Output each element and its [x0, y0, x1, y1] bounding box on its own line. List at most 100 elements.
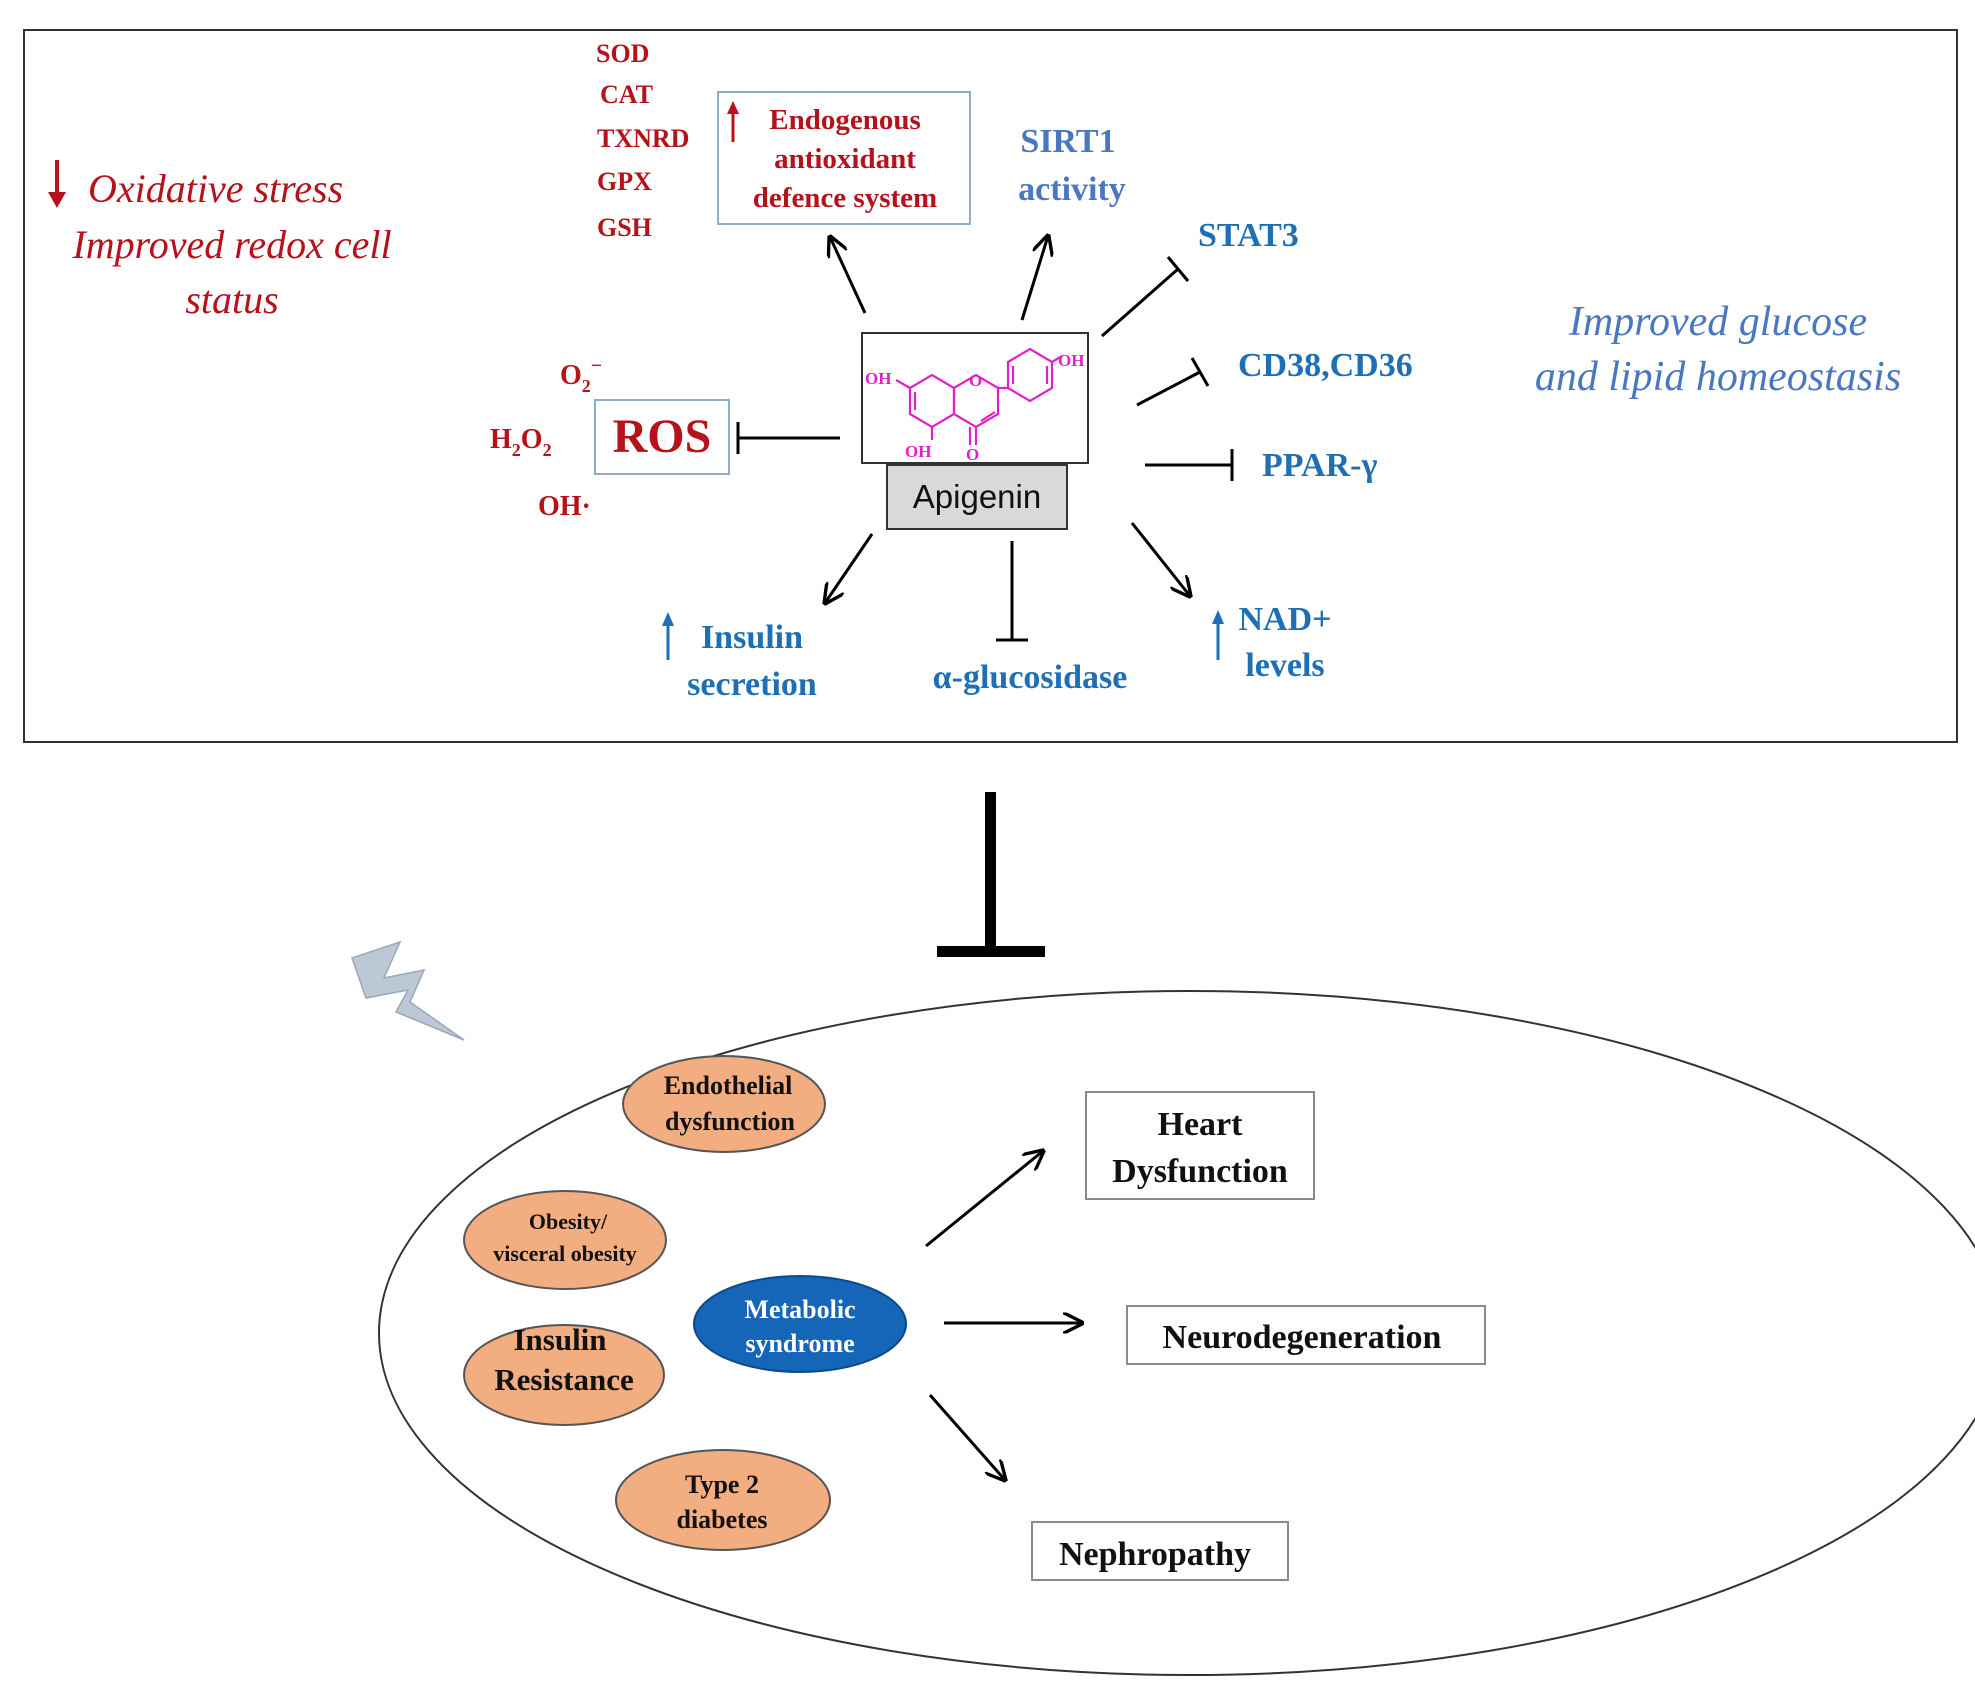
condition-type2-diabetes: Type 2 diabetes	[615, 1449, 831, 1551]
flavone-skeleton-icon	[895, 347, 1063, 445]
arrow-to-insulin	[825, 533, 874, 603]
apigenin-structure: OH OH OH O O	[861, 332, 1089, 464]
outcome-heart-dysfunction: Heart Dysfunction	[1085, 1091, 1315, 1200]
insulin-line2: secretion	[687, 666, 817, 703]
endogenous-line3: defence system	[753, 182, 937, 214]
glucose-line1: Improved glucose	[1568, 299, 1867, 345]
superoxide-label: O2−	[560, 355, 602, 396]
sirt1-line2: activity	[1018, 171, 1126, 208]
oh-right-label: OH	[1058, 351, 1084, 370]
oh-bottom-label: OH	[905, 442, 931, 461]
heart-box-frame	[1085, 1091, 1315, 1200]
main-inhibition-symbol	[937, 792, 1045, 957]
arrow-to-nephro	[928, 1394, 1005, 1480]
endogenous-line1: Endogenous	[769, 104, 921, 136]
obesity-ellipse	[463, 1190, 667, 1290]
hydrogen-peroxide-label: H2O2	[490, 424, 552, 460]
endogenous-antioxidant-box: Endogenous antioxidant defence system	[717, 91, 971, 225]
metabolic-context-ellipse	[378, 990, 1975, 1676]
insulin-line1: Insulin	[701, 619, 803, 656]
outcome-arrows	[925, 1151, 1082, 1480]
obesity-line2: visceral obesity	[493, 1241, 637, 1266]
enzyme-sod: SOD	[596, 39, 649, 68]
apigenin-label-box: Apigenin	[886, 464, 1068, 530]
neuro-box-frame	[1126, 1305, 1486, 1365]
metabolic-line2: syndrome	[745, 1329, 854, 1358]
obesity-line1: Obesity/	[529, 1209, 608, 1234]
inhibit-stat3-bar	[1166, 256, 1190, 282]
outcome-nephropathy: Nephropathy	[1031, 1521, 1289, 1581]
condition-endothelial: Endothelial dysfunction	[622, 1055, 826, 1153]
cd38-cd36-label: CD38,CD36	[1238, 347, 1413, 384]
insulin-resistance-line2: Resistance	[494, 1362, 633, 1397]
nephro-label: Nephropathy	[1059, 1536, 1251, 1573]
stat3-label: STAT3	[1198, 217, 1299, 254]
condition-obesity: Obesity/ visceral obesity	[463, 1190, 667, 1290]
ppar-gamma-label: PPAR-γ	[1262, 447, 1377, 484]
oh-left-label: OH	[865, 369, 891, 388]
nad-line1: NAD+	[1238, 601, 1331, 638]
oxidative-stress-line1: Oxidative stress	[88, 166, 343, 211]
inhibit-cd38-line	[1136, 370, 1201, 407]
endothelial-line2: dysfunction	[665, 1107, 796, 1136]
ros-species: O2− H2O2 OH·	[490, 355, 602, 522]
nephro-box-frame	[1031, 1521, 1289, 1581]
enzyme-gpx: GPX	[597, 167, 652, 196]
sirt1-line1: SIRT1	[1020, 123, 1115, 160]
alpha-glucosidase-label: α-glucosidase	[933, 659, 1128, 696]
arrow-to-endogenous	[830, 237, 867, 314]
activation-arrows	[825, 236, 1190, 603]
insulin-secretion-label: Insulin secretion	[662, 612, 817, 703]
glucose-line2: and lipid homeostasis	[1535, 354, 1901, 400]
o-ring-label: O	[969, 371, 982, 390]
outcome-neurodegeneration: Neurodegeneration	[1126, 1305, 1486, 1365]
endothelial-ellipse	[622, 1055, 826, 1153]
antioxidant-enzyme-list: SOD CAT TXNRD GPX GSH	[596, 39, 689, 242]
endogenous-line2: antioxidant	[774, 143, 916, 175]
enzyme-gsh: GSH	[597, 213, 652, 242]
type2-diabetes-ellipse	[615, 1449, 831, 1551]
nad-line2: levels	[1245, 647, 1324, 684]
o-keto-label: O	[966, 445, 979, 464]
metabolic-syndrome-ellipse	[693, 1275, 907, 1373]
apigenin-label-frame	[886, 464, 1068, 530]
enzyme-txnrd: TXNRD	[597, 124, 689, 153]
insulin-up-arrowhead-icon	[662, 612, 674, 626]
oxidative-stress-group: Oxidative stress Improved redox cell sta…	[48, 160, 392, 322]
heart-line1: Heart	[1158, 1106, 1244, 1143]
endothelial-line1: Endothelial	[664, 1071, 793, 1100]
main-inhibition-stem	[985, 792, 996, 952]
condition-insulin-resistance: Insulin Resistance	[463, 1322, 665, 1426]
sirt1-label: SIRT1 activity	[1018, 123, 1126, 208]
ros-box-frame	[594, 399, 730, 475]
inhibit-cd38-bar	[1190, 357, 1210, 387]
inhibit-stat3-line	[1101, 267, 1179, 338]
arrow-to-nad	[1130, 522, 1190, 596]
arrow-to-heart	[925, 1151, 1043, 1248]
oxidative-stress-line3: status	[185, 277, 278, 322]
insulin-resistance-line1: Insulin	[513, 1322, 606, 1357]
ros-box: ROS	[594, 399, 730, 475]
metabolic-syndrome-node: Metabolic syndrome	[693, 1275, 907, 1373]
ros-label: ROS	[613, 410, 712, 463]
apigenin-label: Apigenin	[913, 478, 1041, 515]
type2-line2: diabetes	[677, 1505, 768, 1534]
endogenous-box-frame	[717, 91, 971, 225]
down-arrowhead-icon	[48, 192, 66, 208]
oxidative-stress-line2: Improved redox cell	[71, 222, 391, 267]
hydroxyl-label: OH·	[538, 491, 591, 522]
insulin-resistance-ellipse	[463, 1324, 665, 1426]
top-panel-frame	[23, 29, 1958, 743]
inhibition-lines	[736, 256, 1234, 642]
metabolic-line1: Metabolic	[744, 1295, 855, 1324]
lightning-bolt-icon	[351, 940, 465, 1041]
main-inhibition-bar	[937, 946, 1045, 957]
type2-line1: Type 2	[685, 1470, 759, 1499]
enzyme-cat: CAT	[600, 80, 653, 109]
nad-levels-label: NAD+ levels	[1212, 601, 1332, 684]
neuro-label: Neurodegeneration	[1163, 1319, 1442, 1356]
arrow-to-sirt1	[1020, 236, 1048, 321]
glucose-homeostasis-group: Improved glucose and lipid homeostasis	[1535, 299, 1901, 400]
up-arrowhead-icon	[727, 101, 739, 114]
